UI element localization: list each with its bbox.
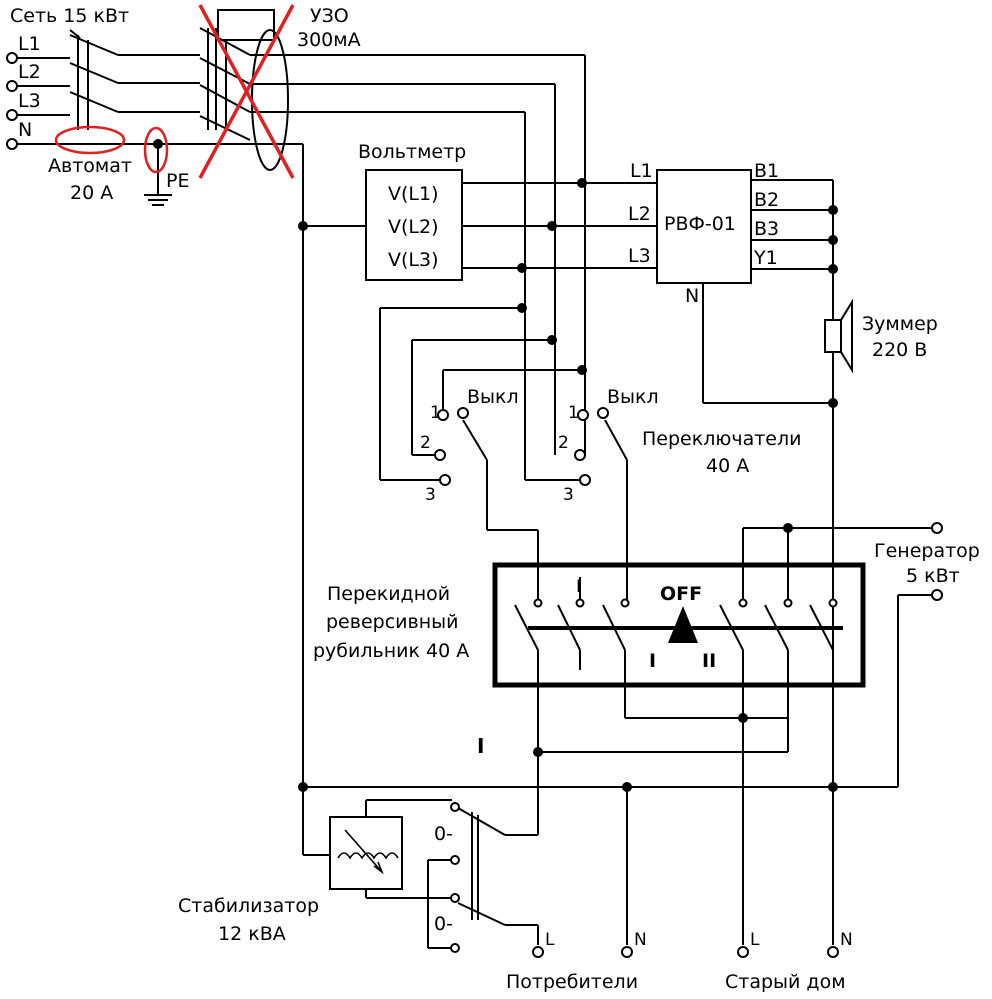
transfer-pos-one-top: I xyxy=(576,577,581,597)
generator-terminal-n xyxy=(931,589,943,601)
relay-out-b3: B3 xyxy=(754,218,779,240)
buzzer-label: Зуммер xyxy=(862,313,938,335)
relay-out-y1: Y1 xyxy=(753,247,778,269)
relay-out-b2: B2 xyxy=(754,189,779,211)
sel1-pos2: 2 xyxy=(420,433,431,453)
phase-verticals xyxy=(524,55,586,480)
breaker-highlight xyxy=(54,125,126,155)
transfer-pos-one: I xyxy=(649,650,656,672)
generator-rating: 5 кВт xyxy=(906,565,960,587)
sel2-off-label: Выкл xyxy=(607,386,659,408)
voltmeter-ch1: V(L1) xyxy=(388,183,439,205)
relay-out-b1: B1 xyxy=(754,160,779,182)
sel1-pos1: 1 xyxy=(430,403,441,423)
generator-wiring xyxy=(742,527,933,788)
output-terminals xyxy=(532,946,839,958)
old-house-terminal-l: L xyxy=(750,930,760,950)
junction-dot xyxy=(783,523,793,533)
bypass-mark-2: 0- xyxy=(434,913,453,935)
consumers-label: Потребители xyxy=(506,971,638,993)
voltmeter-ch2: V(L2) xyxy=(388,216,439,238)
old-house-terminal-n: N xyxy=(840,930,853,950)
relay-in-l2: L2 xyxy=(628,203,651,225)
voltmeter-title: Вольтметр xyxy=(358,141,466,163)
rcd-device xyxy=(198,4,585,179)
voltmeter-wires xyxy=(462,182,657,269)
phase-l1-label: L1 xyxy=(18,33,41,55)
generator-label: Генератор xyxy=(874,540,980,562)
transfer-switch-contacts xyxy=(514,455,834,945)
transfer-label-3: рубильник 40 А xyxy=(313,640,469,662)
buzzer-icon xyxy=(824,298,853,374)
bypass-mark-1: 0- xyxy=(434,823,453,845)
selectors-rating: 40 А xyxy=(706,455,749,477)
stabilizer-rating: 12 кВА xyxy=(218,923,286,945)
stabilizer-label: Стабилизатор xyxy=(178,895,319,917)
consumers-terminal-l: L xyxy=(545,930,555,950)
rcd-rating: 300мА xyxy=(297,29,361,51)
input-terminals xyxy=(6,52,18,150)
transfer-handle-icon[interactable] xyxy=(668,606,698,643)
phase-l2-label: L2 xyxy=(18,61,41,83)
transfer-contact-dots xyxy=(533,598,838,608)
sel2-pos1: 1 xyxy=(568,403,579,423)
consumers-terminal-n: N xyxy=(634,930,647,950)
junction-dot xyxy=(298,221,308,231)
rcd-label: УЗО xyxy=(310,5,349,27)
generator-terminal-l xyxy=(931,522,943,534)
relay-in-l1: L1 xyxy=(630,160,653,182)
phase-l3-label: L3 xyxy=(18,90,41,112)
ground-label: PE xyxy=(166,170,189,192)
junction-dot xyxy=(298,782,308,792)
selector-terminals xyxy=(434,407,609,486)
voltmeter-ch3: V(L3) xyxy=(388,249,439,271)
crossed-out-line-2 xyxy=(198,4,295,179)
selectors-title: Переключатели xyxy=(642,428,801,450)
sel2-pos3: 3 xyxy=(563,485,574,505)
relay-in-l3: L3 xyxy=(628,245,651,267)
relay-junctions xyxy=(828,205,838,408)
relay-neutral: N xyxy=(685,285,699,307)
stabilizer-bypass xyxy=(365,787,628,949)
buzzer-rating: 220 В xyxy=(872,339,927,361)
transfer-label-1: Перекидной xyxy=(327,583,450,605)
transfer-switch-box xyxy=(492,562,866,688)
transfer-off-label: OFF xyxy=(660,583,702,605)
breaker-rating: 20 А xyxy=(70,182,113,204)
breaker-label: Автомат xyxy=(48,155,132,177)
network-title: Сеть 15 кВт xyxy=(10,5,129,27)
sel1-pos3: 3 xyxy=(425,485,436,505)
relay-name: РВФ-01 xyxy=(664,213,736,235)
breaker-wires xyxy=(17,29,200,145)
stabilizer-icon xyxy=(337,829,399,875)
old-house-label: Старый дом xyxy=(725,971,846,993)
transfer-label-2: реверсивный xyxy=(326,611,458,633)
neutral-bus xyxy=(300,143,833,856)
sel1-off-label: Выкл xyxy=(467,386,519,408)
ground-symbol xyxy=(143,126,172,206)
transfer-pos-two: II xyxy=(702,650,716,672)
selector-wiring xyxy=(379,307,628,603)
sel2-pos2: 2 xyxy=(558,433,569,453)
stabilizer-terminals xyxy=(450,802,460,953)
line-marker: I xyxy=(477,734,484,758)
neutral-label: N xyxy=(18,119,32,141)
phase-junctions xyxy=(517,178,587,375)
